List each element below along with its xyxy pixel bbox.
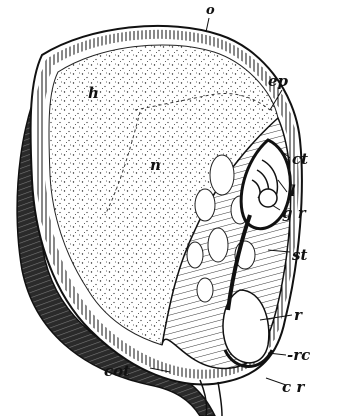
label-gr: g r [282, 204, 307, 222]
label-st: st [292, 246, 307, 264]
label-n: n [150, 156, 161, 174]
label-o: o [206, 3, 215, 18]
label-h: h [88, 84, 99, 102]
label-cot: cot [104, 362, 130, 380]
label-r: r [294, 306, 303, 324]
label-cr: c r [282, 378, 305, 396]
label-ct: ct [292, 150, 308, 168]
growing-point [259, 189, 277, 207]
label-l: l [290, 182, 296, 200]
label-ep: ep [268, 72, 289, 90]
label-rc: -rc [287, 346, 310, 364]
